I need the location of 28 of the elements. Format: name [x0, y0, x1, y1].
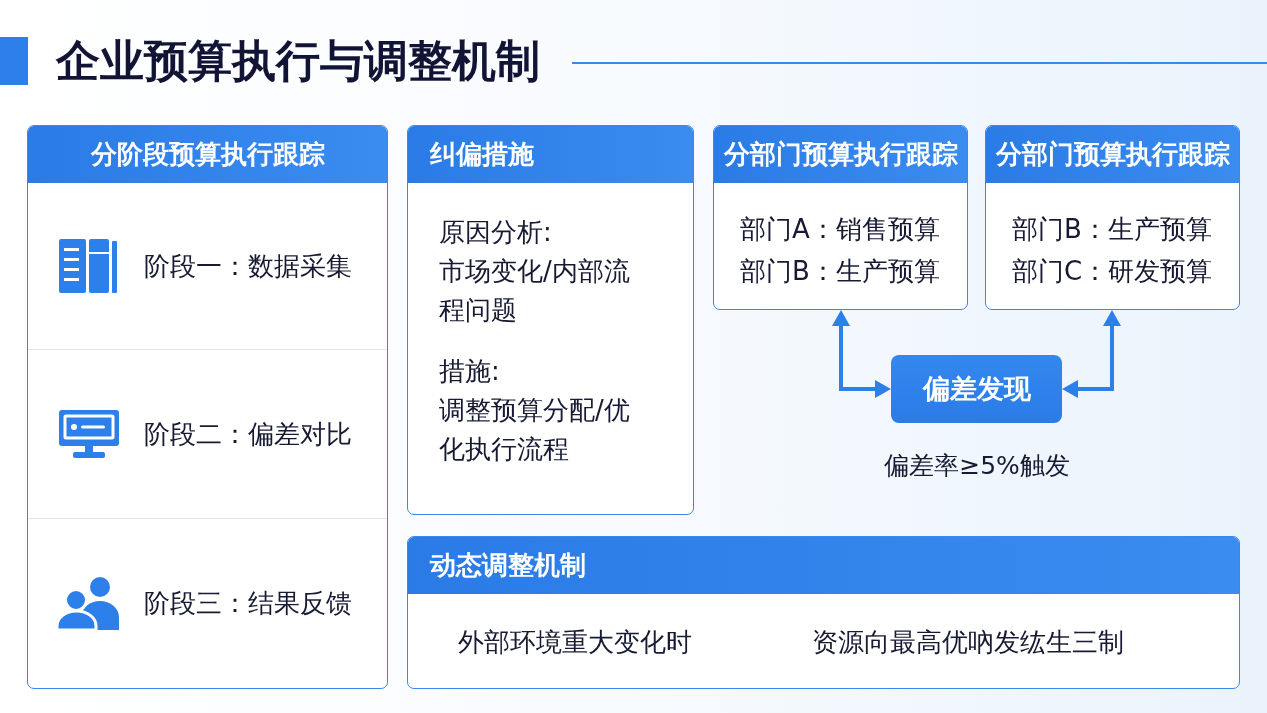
body-text: 措施: [439, 355, 501, 388]
panel-header: 分阶段预算执行跟踪 [28, 126, 387, 183]
panel-header: 分部门预算执行跟踪 [986, 126, 1239, 183]
title: 企业预算执行与调整机制 [56, 34, 540, 88]
panel-card [407, 536, 1240, 689]
body-text: 市场变化/内部流程问题 [439, 255, 631, 327]
panel-card [407, 125, 694, 515]
caption-text: 偏差率≥5%触发 [883, 450, 1071, 482]
panel-card [27, 125, 388, 689]
arrow [1062, 310, 1121, 398]
body-text: 部门B：生产预算 [1011, 213, 1213, 246]
panel-header: 纠偏措施 [408, 126, 693, 183]
body-text: 部门C：研发预算 [1010, 255, 1214, 288]
panel-card [713, 125, 968, 310]
row-label: 阶段三：结果反馈 [144, 586, 352, 620]
body-text: 原因分析: [439, 216, 553, 249]
panel-header: 分部门预算执行跟踪 [714, 126, 967, 183]
row-label: 阶段二：偏差对比 [144, 417, 352, 451]
body-text: 调整预算分配/优化执行流程 [439, 394, 631, 466]
row-label: 阶段一：数据采集 [144, 249, 352, 283]
body-text: 部门B：生产预算 [739, 255, 941, 288]
body-text: 外部环境重大变化时 [458, 626, 692, 659]
panel-card [985, 125, 1240, 310]
arrow [832, 310, 891, 398]
panel-header: 动态调整机制 [408, 537, 1239, 594]
body-text: 部门A：销售预算 [739, 213, 941, 246]
body-text: 资源向最高优吶发纮生三制 [812, 626, 1124, 659]
process-box: 偏差发现 [891, 355, 1062, 423]
